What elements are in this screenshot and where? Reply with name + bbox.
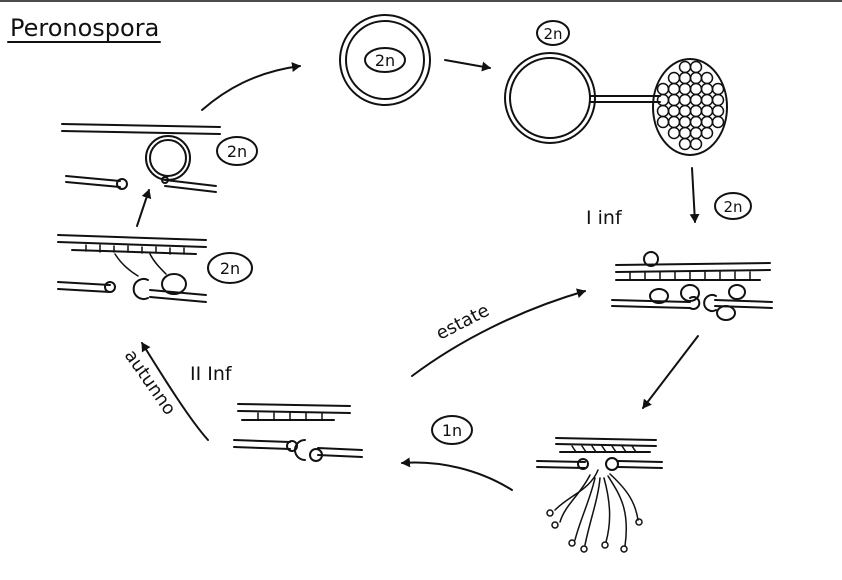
zoospore — [678, 71, 692, 85]
ploidy-label-first-infection: 2n — [723, 198, 742, 216]
zoospore — [700, 104, 714, 118]
ploidy-circle-oogonium — [216, 136, 258, 166]
zoospore — [656, 104, 670, 118]
arrow-to-oogonium — [642, 335, 699, 409]
arrow-summer — [411, 288, 586, 377]
antheridium-leaf — [57, 234, 207, 303]
zoospore — [656, 82, 670, 96]
second-infection-leaf — [233, 403, 363, 462]
zoospore — [656, 115, 670, 129]
stage-label-first-infection: I inf — [586, 207, 623, 229]
zoospore — [656, 93, 670, 107]
arrow-to-oogonium-stage — [136, 189, 152, 227]
zoospore — [700, 82, 714, 96]
zoospore — [689, 137, 703, 151]
zoospore — [667, 71, 681, 85]
zoospore — [667, 115, 681, 129]
zoospore — [711, 115, 725, 129]
germinating-oospore: 2n — [504, 20, 728, 156]
zoospore — [700, 93, 714, 107]
zoospore — [678, 82, 692, 96]
arrow-autumn — [141, 342, 209, 441]
zoospore — [667, 82, 681, 96]
oospore: 2n — [339, 14, 431, 106]
ploidy-label-second-cycle: 1n — [442, 421, 462, 440]
zoospore — [711, 104, 725, 118]
ploidy-label-germination: 2n — [543, 25, 562, 43]
arrow-to-oospore — [201, 62, 301, 111]
zoospore — [689, 71, 703, 85]
ploidy-circle-second-cycle — [431, 415, 473, 445]
zoospore — [700, 126, 714, 140]
arrow-oospore-to-germination — [444, 59, 491, 72]
ploidy-label-oogonium: 2n — [227, 142, 247, 161]
season-label-summer: estate — [433, 300, 493, 344]
diagram-title: Peronospora — [10, 14, 159, 42]
sporangiophore-leaf — [536, 437, 663, 553]
zoospore — [700, 115, 714, 129]
zoospore — [689, 104, 703, 118]
zoospore — [678, 126, 692, 140]
zoospore — [667, 104, 681, 118]
arrow-to-first-infection — [689, 167, 700, 223]
ploidy-label-antheridium: 2n — [220, 259, 240, 278]
first-infection-leaf — [611, 251, 773, 321]
zoospore — [667, 93, 681, 107]
zoospore — [689, 126, 703, 140]
zoospore — [689, 60, 703, 74]
oogonium-leaf — [61, 123, 221, 193]
zoospore — [678, 60, 692, 74]
zoospore — [700, 71, 714, 85]
zoospore — [711, 82, 725, 96]
zoospore — [667, 126, 681, 140]
ploidy-circle-first-infection — [714, 192, 752, 220]
zoospore — [689, 93, 703, 107]
zoospore — [689, 115, 703, 129]
zoospore — [678, 104, 692, 118]
ploidy-label-oospore: 2n — [375, 51, 395, 70]
zoospore — [689, 82, 703, 96]
zoospore — [678, 137, 692, 151]
zoospore — [678, 93, 692, 107]
stage-label-second-infection: II Inf — [190, 363, 233, 385]
ploidy-circle-antheridium — [207, 252, 253, 284]
arrow-to-second-infection — [401, 457, 513, 491]
zoospore — [678, 115, 692, 129]
zoospore — [711, 93, 725, 107]
